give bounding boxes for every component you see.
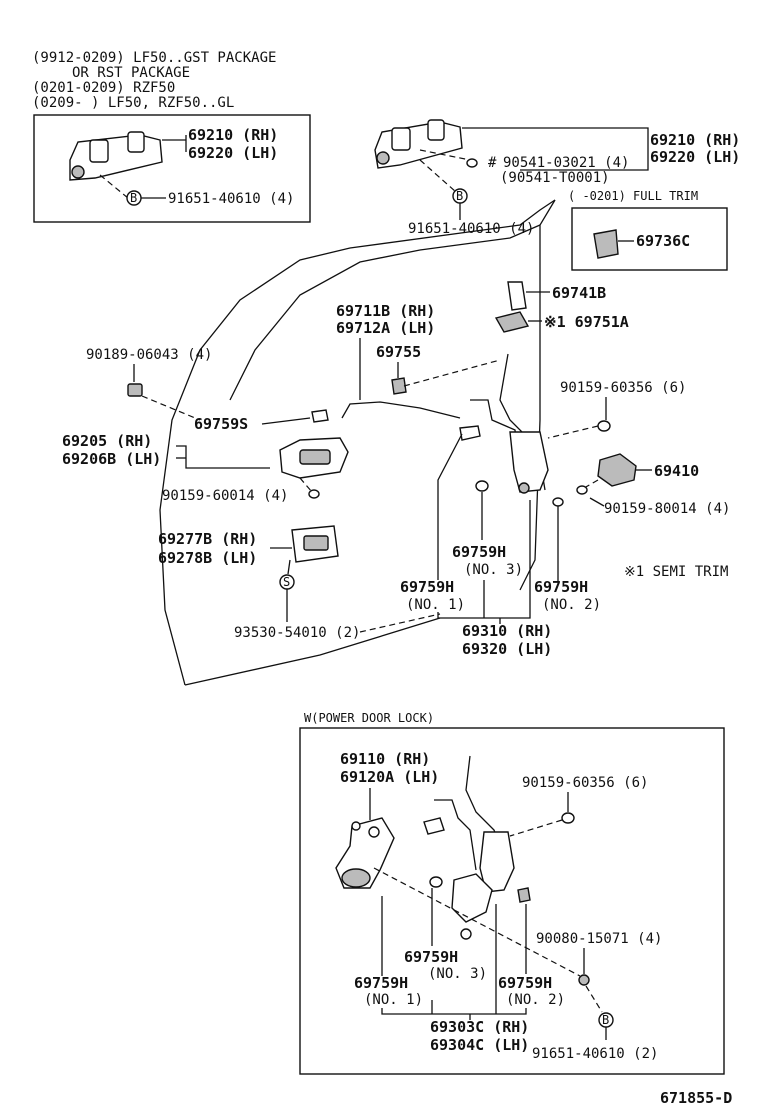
part-69759h-no2: 69759H (534, 578, 588, 596)
power-lock-mechanism (423, 755, 531, 940)
lock-rod-assembly: 69711B (RH) 69712A (LH) 69755 (336, 302, 501, 419)
part-69210-rh: 69210 (RH) (188, 126, 278, 144)
part-69736c: 69736C (636, 232, 690, 250)
part-69410: 69410 (654, 462, 699, 480)
part-91651-mid: 91651-40610 (4) (408, 221, 534, 237)
part-69712a-lh: 69712A (LH) (336, 319, 435, 337)
pl-bolt-marker-b: B (602, 1013, 609, 1027)
pl-part-69303c-rh: 69303C (RH) (430, 1018, 529, 1036)
door-outline (159, 199, 556, 686)
part-69755: 69755 (376, 343, 421, 361)
bolt-marker-b-mid: B (456, 189, 463, 203)
inside-handle-assembly: 69205 (RH) 69206B (LH) 90159-60014 (4) (62, 432, 349, 504)
pl-part-90159-60356: 90159-60356 (6) (522, 775, 648, 791)
part-69220-lh: 69220 (LH) (188, 144, 278, 162)
part-90159-60014: 90159-60014 (4) (162, 488, 288, 504)
part-69220-lh-b: 69220 (LH) (650, 148, 740, 166)
semi-trim-note: ※1 SEMI TRIM (624, 564, 728, 580)
part-69759s: 69759S (194, 415, 248, 433)
door-lock-motor (335, 817, 395, 889)
pl-part-69759h-no2: 69759H (498, 974, 552, 992)
part-90541-t0001: (90541-T0001) (500, 170, 610, 186)
pl-part-69759h-no1-note: (NO. 1) (364, 992, 423, 1008)
pl-part-69759h-no3: 69759H (404, 948, 458, 966)
header-line-3: (0201-0209) RZF50 (32, 80, 175, 96)
outside-handle-right: 69210 (RH) 69220 (LH) # 90541-03021 (4) … (374, 119, 740, 237)
screw-marker-s: S (283, 575, 290, 589)
power-lock-title: W(POWER DOOR LOCK) (304, 711, 434, 725)
part-69759h-no1-note: (NO. 1) (406, 597, 465, 613)
part-69120a-lh: 69120A (LH) (340, 768, 439, 786)
part-69759h-no2-note: (NO. 2) (542, 597, 601, 613)
part-69310-rh: 69310 (RH) (462, 622, 552, 640)
lock-knob-parts: 69741B ※1 69751A (494, 281, 629, 333)
applicability-header: (9912-0209) LF50..GST PACKAGE OR RST PAC… (32, 50, 276, 111)
clip-90189: 90189-06043 (4) (86, 347, 212, 421)
full-trim-box: ( -0201) FULL TRIM 69736C (568, 189, 728, 271)
part-69741b: 69741B (552, 284, 606, 302)
hash-mark: # (488, 155, 497, 171)
part-69210-rh-b: 69210 (RH) (650, 131, 740, 149)
pl-part-69304c-lh: 69304C (LH) (430, 1036, 529, 1054)
part-69110-rh: 69110 (RH) (340, 750, 430, 768)
part-69711b-rh: 69711B (RH) (336, 302, 435, 320)
full-trim-label: ( -0201) FULL TRIM (568, 189, 698, 203)
door-lock-assembly (459, 353, 549, 540)
pl-part-91651: 91651-40610 (2) (532, 1046, 658, 1062)
pl-part-69759h-no3-note: (NO. 3) (428, 966, 487, 982)
striker-69410: 69410 90159-80014 (4) (552, 453, 730, 582)
part-69759h-no3-note: (NO. 3) (464, 562, 523, 578)
header-line-4: (0209- ) LF50, RZF50..GL (32, 95, 234, 111)
outside-handle-box-left: 69210 (RH) 69220 (LH) B 91651-40610 (4) (33, 114, 311, 223)
pl-part-69759h-no2-note: (NO. 2) (506, 992, 565, 1008)
part-93530: 93530-54010 (2) (234, 625, 360, 641)
rod-clip-labels-upper: 69759H (NO. 3) 69759H (NO. 1) 69759H (NO… (359, 433, 728, 658)
part-69277b-rh: 69277B (RH) (158, 530, 257, 548)
outside-handle-illustration (69, 131, 163, 181)
part-90189: 90189-06043 (4) (86, 347, 212, 363)
pl-part-69759h-no1: 69759H (354, 974, 408, 992)
bolt-marker-b-left: B (130, 191, 137, 205)
part-69205-rh: 69205 (RH) (62, 432, 152, 450)
part-69759h-no3: 69759H (452, 543, 506, 561)
part-69320-lh: 69320 (LH) (462, 640, 552, 658)
part-69206b-lh: 69206B (LH) (62, 450, 161, 468)
part-91651-left: 91651-40610 (4) (168, 191, 294, 207)
power-door-lock-box: W(POWER DOOR LOCK) 69110 (RH) 69120A (LH… (299, 711, 725, 1075)
clip-69759s: 69759S (194, 409, 329, 433)
header-line-2: OR RST PACKAGE (72, 65, 190, 81)
part-90159-60356: 90159-60356 (6) (560, 380, 686, 396)
part-90159-80014: 90159-80014 (4) (604, 501, 730, 517)
pl-part-90080: 90080-15071 (4) (536, 931, 662, 947)
part-69278b-lh: 69278B (LH) (158, 549, 257, 567)
part-69751a: ※1 69751A (544, 313, 629, 331)
inside-handle-bezel: 69277B (RH) 69278B (LH) S 93530-54010 (2… (158, 525, 360, 641)
part-69759h-no1: 69759H (400, 578, 454, 596)
diagram-code: 671855-D (660, 1089, 732, 1107)
header-line-1: (9912-0209) LF50..GST PACKAGE (32, 50, 276, 66)
screw-90159-60356: 90159-60356 (6) (547, 380, 686, 439)
part-90541-03021: 90541-03021 (4) (503, 155, 629, 171)
